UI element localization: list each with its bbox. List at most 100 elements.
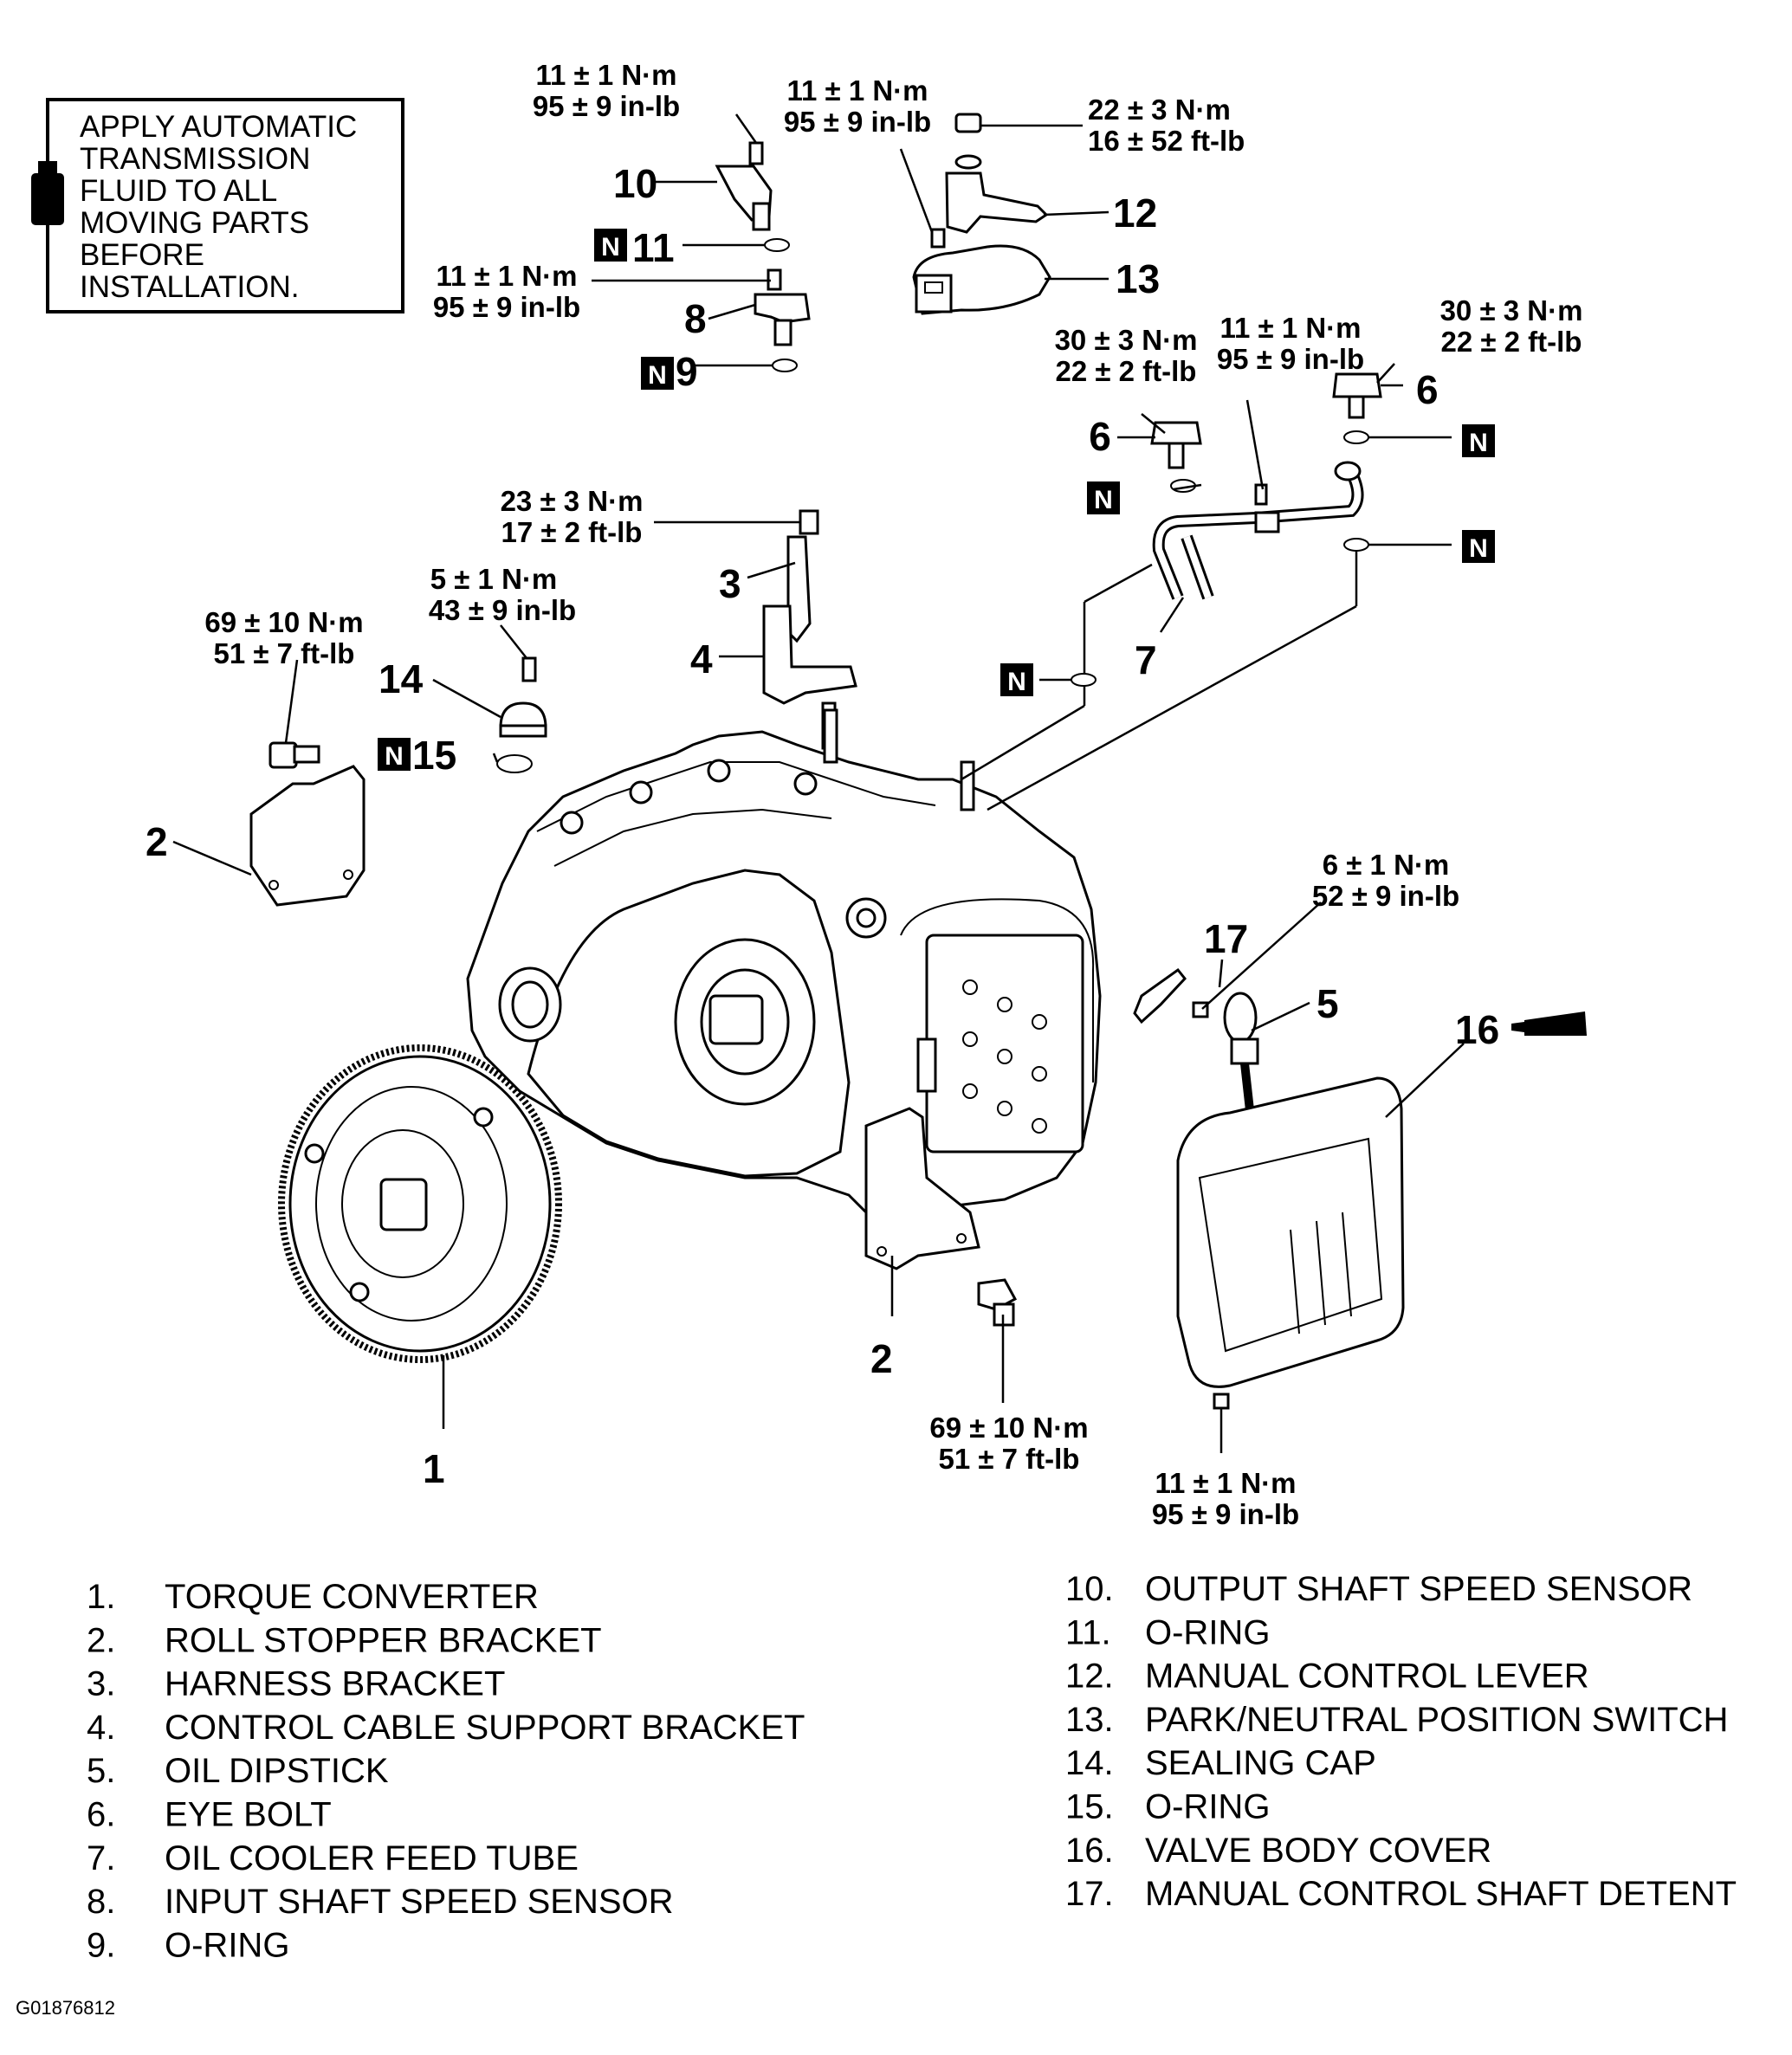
roll-stopper-bracket-right bbox=[864, 1107, 980, 1270]
legend-label: VALVE BODY COVER bbox=[1145, 1832, 1491, 1870]
fluid-note-box: APPLY AUTOMATIC TRANSMISSION FLUID TO AL… bbox=[31, 98, 404, 313]
harness-bracket bbox=[786, 509, 819, 643]
legend-number: 4. bbox=[87, 1709, 115, 1747]
svg-text:N: N bbox=[648, 361, 667, 390]
torque-spec: 95 ± 9 in-lb bbox=[1152, 1498, 1299, 1530]
legend-number: 2. bbox=[87, 1621, 115, 1659]
legend-label: O-RING bbox=[1145, 1613, 1270, 1651]
note-line: FLUID TO ALL bbox=[80, 174, 277, 208]
callout-2-left: 2 bbox=[146, 819, 168, 864]
legend-number: 9. bbox=[87, 1926, 115, 1964]
torque-spec: 95 ± 9 in-lb bbox=[433, 291, 580, 323]
callout-4: 4 bbox=[690, 637, 713, 682]
torque-converter bbox=[278, 1044, 562, 1363]
legend-number: 17. bbox=[1065, 1875, 1114, 1913]
torque-spec: 17 ± 2 ft-lb bbox=[501, 516, 643, 548]
park-neutral-switch bbox=[912, 244, 1051, 315]
note-line: BEFORE bbox=[80, 238, 204, 272]
n-tags: N N N N N N N bbox=[378, 229, 1495, 771]
legend-number: 12. bbox=[1065, 1658, 1114, 1696]
legend-label: MANUAL CONTROL SHAFT DETENT bbox=[1145, 1875, 1737, 1913]
legend-label: INPUT SHAFT SPEED SENSOR bbox=[165, 1883, 674, 1921]
note-line: INSTALLATION. bbox=[80, 270, 299, 304]
callout-7: 7 bbox=[1135, 637, 1157, 682]
torque-spec: 11 ± 1 N·m bbox=[535, 59, 676, 91]
svg-text:N: N bbox=[1094, 486, 1113, 514]
legend-number: 15. bbox=[1065, 1788, 1114, 1826]
legend-number: 10. bbox=[1065, 1570, 1114, 1608]
callouts: 10 11 8 9 12 13 6 6 7 3 4 14 15 2 17 5 1… bbox=[146, 161, 1499, 1491]
note-line: MOVING PARTS bbox=[80, 206, 309, 240]
callout-2-right: 2 bbox=[870, 1336, 893, 1381]
legend-label: PARK/NEUTRAL POSITION SWITCH bbox=[1145, 1701, 1728, 1739]
legend-number: 8. bbox=[87, 1883, 115, 1921]
note-line: APPLY AUTOMATIC bbox=[80, 110, 357, 144]
torque-spec: 43 ± 9 in-lb bbox=[429, 594, 576, 626]
fluid-bottle-icon bbox=[31, 161, 64, 225]
callout-5: 5 bbox=[1317, 981, 1339, 1026]
legend-label: O-RING bbox=[1145, 1788, 1270, 1826]
legend-number: 7. bbox=[87, 1839, 115, 1877]
legend-label: ROLL STOPPER BRACKET bbox=[165, 1621, 602, 1659]
svg-text:N: N bbox=[1469, 534, 1488, 563]
torque-spec: 11 ± 1 N·m bbox=[1155, 1467, 1296, 1499]
torque-spec: 51 ± 7 ft-lb bbox=[939, 1443, 1080, 1475]
callout-10: 10 bbox=[613, 161, 657, 206]
callout-8: 8 bbox=[684, 296, 707, 341]
legend-label: HARNESS BRACKET bbox=[165, 1665, 505, 1703]
callout-6-right: 6 bbox=[1416, 367, 1439, 412]
oil-cooler-feed-tube bbox=[1071, 461, 1369, 687]
torque-spec: 11 ± 1 N·m bbox=[1219, 312, 1361, 344]
roll-stopper-bolt-left bbox=[268, 741, 320, 769]
callout-15: 15 bbox=[412, 733, 456, 778]
legend-label: O-RING bbox=[165, 1926, 289, 1964]
legend-label: MANUAL CONTROL LEVER bbox=[1145, 1658, 1589, 1696]
n-tag: N bbox=[1462, 424, 1495, 457]
eye-bolt-left bbox=[1150, 421, 1202, 493]
n-tag: N bbox=[594, 229, 627, 262]
lever-nut bbox=[954, 113, 982, 170]
torque-spec: 22 ± 3 N·m bbox=[1088, 94, 1231, 126]
torque-spec: 95 ± 9 in-lb bbox=[533, 90, 680, 122]
torque-spec: 69 ± 10 N·m bbox=[204, 606, 363, 638]
n-tag: N bbox=[1000, 663, 1033, 696]
leader-lines bbox=[172, 113, 1465, 1453]
roll-stopper-bracket-left bbox=[249, 765, 366, 907]
torque-specs: 11 ± 1 N·m 95 ± 9 in-lb 11 ± 1 N·m 95 ± … bbox=[204, 59, 1582, 1530]
torque-spec: 23 ± 3 N·m bbox=[501, 485, 644, 517]
callout-17: 17 bbox=[1204, 916, 1248, 961]
torque-spec: 22 ± 2 ft-lb bbox=[1441, 326, 1582, 358]
input-shaft-speed-sensor bbox=[754, 268, 811, 372]
legend-number: 5. bbox=[87, 1752, 115, 1790]
callout-3: 3 bbox=[719, 561, 741, 606]
n-tag: N bbox=[1462, 530, 1495, 563]
torque-spec: 16 ± 52 ft-lb bbox=[1088, 125, 1245, 157]
torque-spec: 5 ± 1 N·m bbox=[430, 563, 558, 595]
svg-text:N: N bbox=[601, 233, 620, 262]
torque-spec: 30 ± 3 N·m bbox=[1055, 324, 1198, 356]
legend-label: CONTROL CABLE SUPPORT BRACKET bbox=[165, 1709, 805, 1747]
callout-11: 11 bbox=[632, 225, 675, 270]
torque-spec: 52 ± 9 in-lb bbox=[1312, 880, 1459, 912]
torque-spec: 11 ± 1 N·m bbox=[786, 74, 928, 107]
callout-14: 14 bbox=[378, 656, 424, 701]
n-tag: N bbox=[378, 738, 411, 771]
n-tag: N bbox=[641, 357, 674, 390]
torque-spec: 30 ± 3 N·m bbox=[1440, 294, 1583, 326]
manual-control-shaft-detent bbox=[1133, 967, 1209, 1024]
torque-spec: 51 ± 7 ft-lb bbox=[214, 637, 355, 669]
legend-label: TORQUE CONVERTER bbox=[165, 1578, 539, 1616]
callout-1: 1 bbox=[423, 1446, 445, 1491]
legend-label: EYE BOLT bbox=[165, 1796, 332, 1834]
legend-number: 6. bbox=[87, 1796, 115, 1834]
note-line: TRANSMISSION bbox=[80, 142, 310, 176]
torque-spec: 95 ± 9 in-lb bbox=[1217, 343, 1364, 375]
svg-text:N: N bbox=[1007, 668, 1026, 696]
legend-label: SEALING CAP bbox=[1145, 1744, 1376, 1782]
svg-text:N: N bbox=[385, 742, 404, 771]
callout-16: 16 bbox=[1455, 1007, 1499, 1052]
legend-label: OUTPUT SHAFT SPEED SENSOR bbox=[1145, 1570, 1692, 1608]
legend-number: 3. bbox=[87, 1665, 115, 1703]
legend-number: 14. bbox=[1065, 1744, 1114, 1782]
